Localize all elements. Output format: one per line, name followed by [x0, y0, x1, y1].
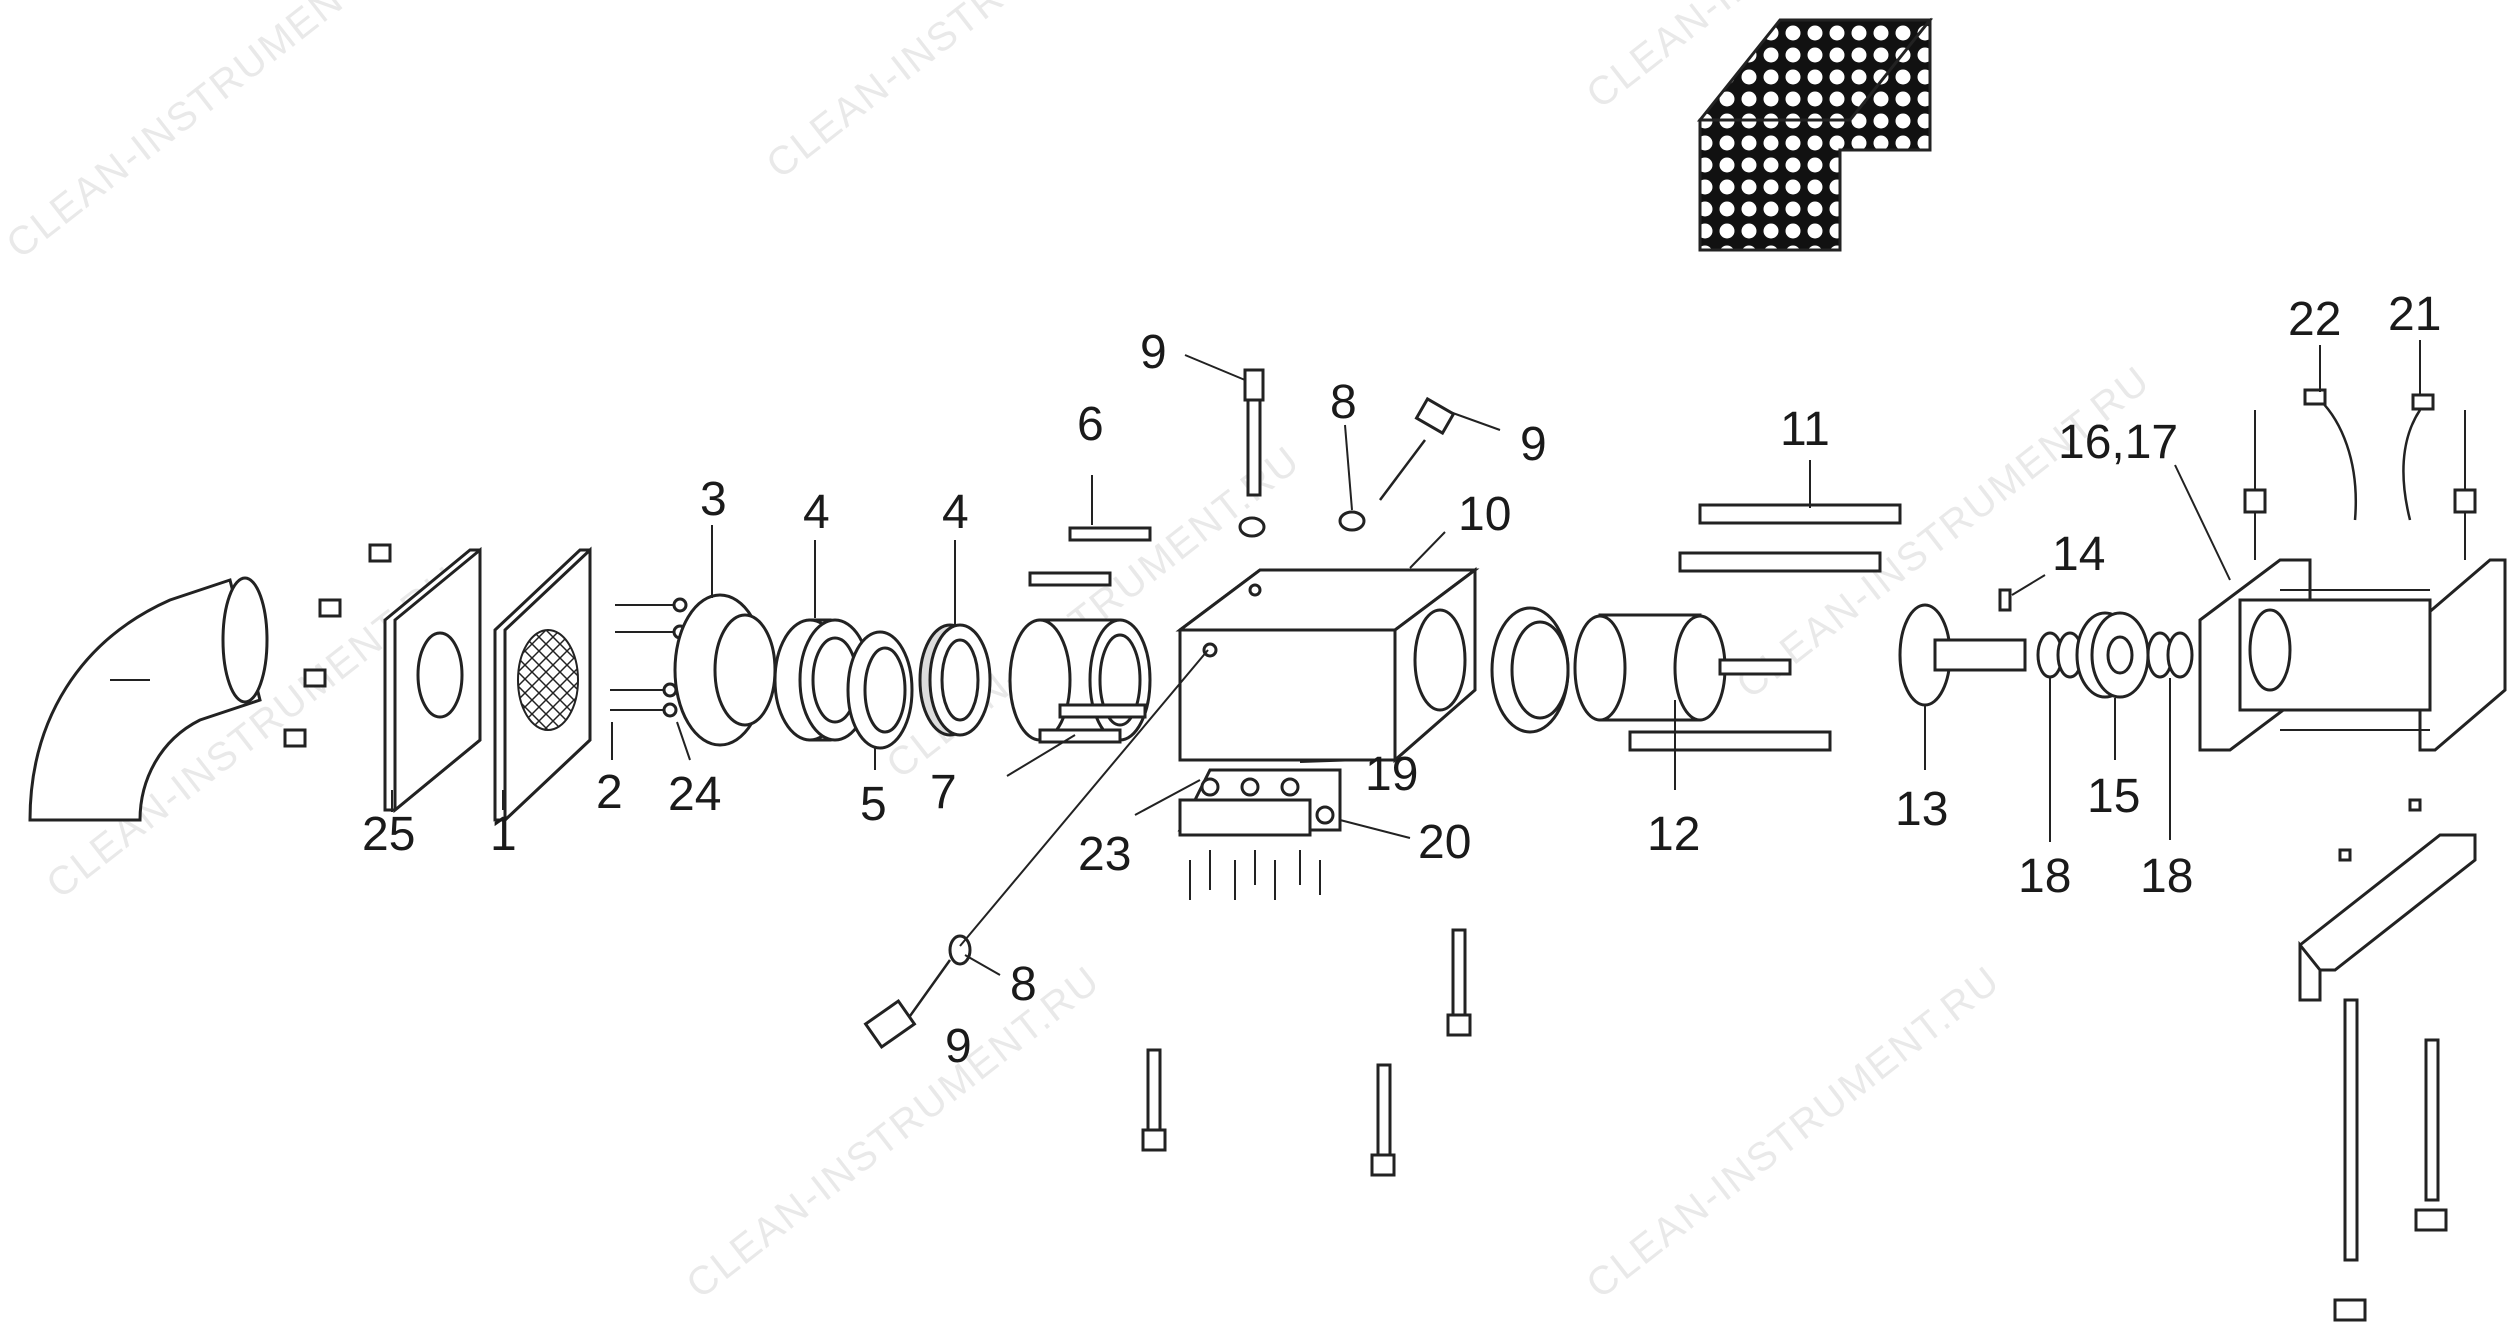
label-part-2: 2 — [596, 766, 623, 819]
part-22-hose — [2303, 388, 2357, 521]
part-25-plate — [383, 546, 482, 814]
label-part-11: 11 — [1780, 403, 1830, 456]
label-part-10: 10 — [1458, 488, 1511, 541]
part-25-elbow-pipe — [28, 576, 269, 822]
fitting-columns — [2243, 410, 2477, 560]
part-9-top-fitting — [1243, 368, 1265, 497]
part-18-seal-a — [2036, 631, 2084, 679]
label-part-18-b: 18 — [2140, 850, 2193, 903]
label-part-1: 1 — [490, 808, 517, 861]
leader-lines — [391, 340, 2421, 976]
part-15-bearing — [2075, 611, 2150, 699]
part-11-studs — [1628, 503, 1902, 752]
label-part-8-top: 8 — [1330, 376, 1357, 429]
part-13-shaft-flange — [1898, 603, 2027, 707]
perforated-hood — [1696, 17, 1934, 252]
watermark: CLEAN-INSTRUMENT.RU — [758, 0, 1188, 187]
label-part-14: 14 — [2052, 528, 2105, 581]
watermark: CLEAN-INSTRUMENT.RU — [1578, 958, 2008, 1307]
part-16-17-cylinder-frame — [2198, 558, 2507, 752]
label-part-15: 15 — [2087, 770, 2140, 823]
label-part-6: 6 — [1077, 398, 1104, 451]
support-bracket — [2298, 833, 2477, 1002]
part-10-body — [1175, 567, 1480, 764]
part-18-seal-b — [2146, 631, 2194, 679]
label-part-5: 5 — [860, 778, 887, 831]
label-part-8-lower: 8 — [1010, 958, 1037, 1011]
part-9-right-fitting — [1379, 396, 1456, 501]
part-3-flange — [673, 593, 777, 747]
part-labels: 25 1 2 24 3 4 5 4 7 6 9 8 9 10 19 23 20 … — [362, 288, 2441, 1073]
label-part-4-b: 4 — [942, 486, 969, 539]
part-1-screen-plate — [493, 546, 592, 824]
label-part-21: 21 — [2388, 288, 2441, 341]
label-part-9-top: 9 — [1140, 326, 1167, 379]
label-part-20: 20 — [1418, 816, 1471, 869]
label-part-23: 23 — [1078, 828, 1131, 881]
part-20-manifold-block — [1177, 768, 1342, 837]
nut-cluster-left — [283, 543, 392, 748]
label-part-22: 22 — [2288, 293, 2341, 346]
lower-bolts — [1141, 928, 1472, 1177]
label-part-9-lower: 9 — [945, 1020, 972, 1073]
label-part-4-a: 4 — [803, 486, 830, 539]
label-part-25: 25 — [362, 808, 415, 861]
label-part-24: 24 — [668, 768, 721, 821]
part-9-lower-fitting — [863, 934, 972, 1050]
part-7-sleeve — [1008, 618, 1152, 742]
label-part-19: 19 — [1365, 748, 1418, 801]
watermark: CLEAN-INSTRUMENT.RU — [0, 0, 428, 267]
label-part-16-17: 16,17 — [2058, 416, 2178, 469]
label-part-7: 7 — [930, 766, 957, 819]
label-part-3: 3 — [700, 473, 727, 526]
part-20-screws — [1189, 850, 1321, 900]
part-6-studs — [1028, 526, 1152, 744]
part-14-set-screw — [1998, 588, 2012, 612]
part-12-bearing-housing — [1490, 606, 1792, 734]
label-part-12: 12 — [1647, 808, 1700, 861]
label-part-13: 13 — [1895, 783, 1948, 836]
label-part-9-right: 9 — [1520, 418, 1547, 471]
part-4-ring-b — [918, 623, 992, 737]
bracket-hardware — [2333, 798, 2448, 1322]
part-21-hose — [2402, 393, 2435, 521]
part-8-top-washer — [1238, 510, 1366, 538]
part-5-ring — [846, 630, 914, 750]
label-part-18-a: 18 — [2018, 850, 2071, 903]
